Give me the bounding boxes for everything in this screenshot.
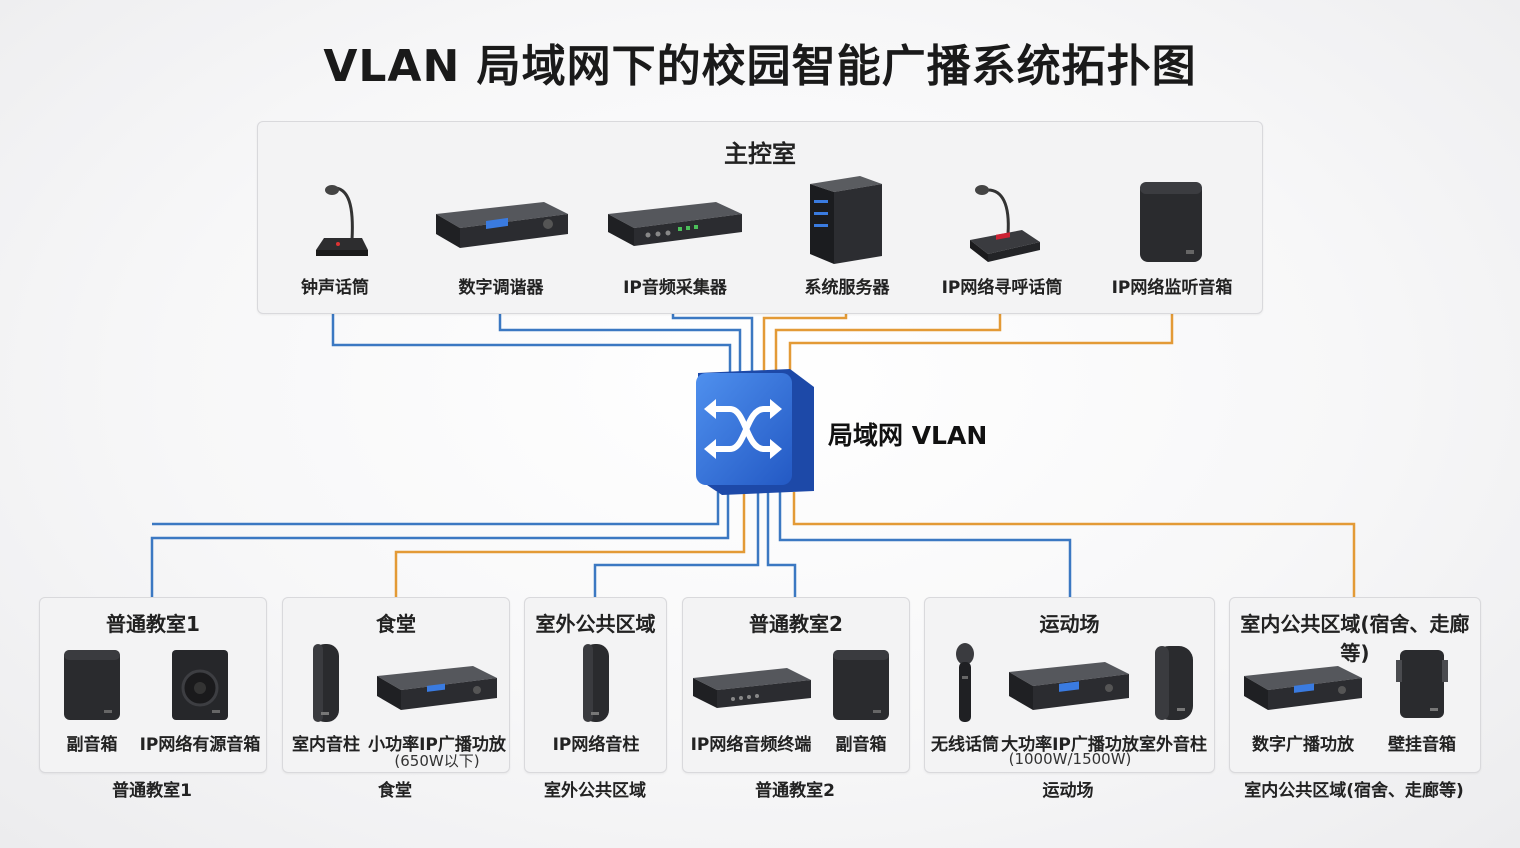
zone-title: 运动场 xyxy=(1039,612,1100,636)
device-digital-amplifier xyxy=(1244,664,1362,718)
column-speaker-icon xyxy=(313,644,339,722)
speaker-icon xyxy=(64,650,120,720)
zone-title: 室内公共区域(宿舍、走廊等) xyxy=(1240,612,1470,665)
desk-microphone-icon xyxy=(316,185,368,256)
device-wall-speaker xyxy=(1396,646,1448,726)
amplifier-icon xyxy=(1244,666,1362,710)
wall-speaker-icon xyxy=(1396,650,1448,718)
device-label: 副音箱 xyxy=(66,735,118,755)
device-audio-collector xyxy=(608,202,742,252)
digital-tuner-icon xyxy=(436,202,568,248)
device-spec: (1000W/1500W) xyxy=(1008,750,1132,768)
device-sub-speaker xyxy=(62,648,122,726)
device-label: IP网络音频终端 xyxy=(690,735,812,755)
device-spec: (650W以下) xyxy=(394,752,480,770)
device-label: 副音箱 xyxy=(835,735,887,755)
device-sub-speaker xyxy=(831,648,891,726)
line-bell-mic xyxy=(331,298,732,372)
device-wireless-mic xyxy=(953,642,977,728)
device-label: 室外音柱 xyxy=(1139,735,1207,755)
line-tuner xyxy=(498,298,742,372)
device-indoor-column xyxy=(311,642,341,728)
zone-playground: 运动场 无线话筒 大功率IP广播功放 (1000W/1500W) 室外音柱 xyxy=(924,597,1215,773)
zone-classroom-1: 普通教室1 副音箱 IP网络有源音箱 xyxy=(39,597,267,773)
line-monitor-speaker xyxy=(788,298,1174,372)
device-label: 无线话筒 xyxy=(931,735,999,755)
outdoor-speaker-icon xyxy=(1155,646,1193,720)
device-system-server xyxy=(810,174,884,270)
device-label: 钟声话筒 xyxy=(301,278,369,298)
network-switch xyxy=(690,365,818,503)
device-monitor-speaker xyxy=(1138,180,1206,268)
amplifier-icon xyxy=(377,666,497,710)
device-large-amplifier xyxy=(1009,660,1129,718)
zone-caption: 普通教室1 xyxy=(112,781,192,801)
device-digital-tuner xyxy=(436,200,568,254)
main-control-room: 主控室 钟声话筒 数字调谐器 IP音频采集器 xyxy=(257,121,1263,314)
device-label: 大功率IP广播功放 xyxy=(1001,735,1139,755)
line-canteen xyxy=(394,492,746,597)
device-active-speaker xyxy=(170,648,230,726)
device-label: IP网络监听音箱 xyxy=(1111,278,1233,298)
device-label: 室内音柱 xyxy=(292,735,360,755)
column-speaker-icon xyxy=(583,644,609,722)
line-classroom2 xyxy=(766,492,797,597)
zone-caption: 室内公共区域(宿舍、走廊等) xyxy=(1244,781,1464,801)
device-small-amplifier xyxy=(377,664,497,718)
device-label: IP网络寻呼话筒 xyxy=(941,278,1063,298)
zone-caption: 普通教室2 xyxy=(755,781,835,801)
device-outdoor-column xyxy=(1153,644,1195,726)
zone-title: 普通教室1 xyxy=(106,612,200,636)
monitor-speaker-icon xyxy=(1140,182,1202,262)
device-label: 小功率IP广播功放 xyxy=(368,735,506,755)
zone-indoor-public: 室内公共区域(宿舍、走廊等) 数字广播功放 壁挂音箱 xyxy=(1229,597,1481,773)
audio-collector-icon xyxy=(608,202,742,246)
device-label: 壁挂音箱 xyxy=(1388,735,1456,755)
zone-caption: 室外公共区域 xyxy=(544,781,646,801)
device-label: IP网络有源音箱 xyxy=(139,735,261,755)
device-bell-microphone xyxy=(308,182,378,266)
zone-caption: 食堂 xyxy=(378,781,412,801)
zone-title: 食堂 xyxy=(376,612,416,636)
line-playground xyxy=(778,492,1072,597)
device-ip-column xyxy=(581,642,611,728)
zone-outdoor-public: 室外公共区域 IP网络音柱 xyxy=(524,597,667,773)
zone-title: 普通教室2 xyxy=(749,612,843,636)
main-room-title: 主控室 xyxy=(724,140,796,168)
paging-microphone-icon xyxy=(970,185,1040,262)
zone-caption: 运动场 xyxy=(1042,781,1094,801)
audio-terminal-icon xyxy=(693,668,811,708)
line-indoor-public xyxy=(792,492,1356,597)
active-speaker-icon xyxy=(172,650,228,720)
device-label: 数字广播功放 xyxy=(1252,735,1354,755)
zone-classroom-2: 普通教室2 IP网络音频终端 副音箱 xyxy=(682,597,910,773)
device-label: IP网络音柱 xyxy=(552,735,640,755)
device-label: 系统服务器 xyxy=(804,278,890,298)
line-left-stub xyxy=(152,492,720,526)
line-paging-mic xyxy=(774,298,1002,372)
line-outdoor xyxy=(593,492,760,597)
switch-label: 局域网 VLAN xyxy=(828,421,988,450)
zone-canteen: 食堂 室内音柱 小功率IP广播功放 (650W以下) xyxy=(282,597,510,773)
line-classroom1 xyxy=(150,492,730,597)
amplifier-icon xyxy=(1009,662,1129,710)
device-label: IP音频采集器 xyxy=(623,278,727,298)
device-paging-microphone xyxy=(966,182,1042,266)
speaker-icon xyxy=(833,650,889,720)
device-label: 数字调谐器 xyxy=(458,278,544,298)
diagram-title: VLAN 局域网下的校园智能广播系统拓扑图 xyxy=(323,41,1197,92)
device-audio-terminal xyxy=(693,666,811,718)
network-switch-icon xyxy=(696,369,814,495)
wireless-microphone-icon xyxy=(956,643,974,722)
zone-title: 室外公共区域 xyxy=(535,612,656,636)
server-tower-icon xyxy=(810,176,882,264)
